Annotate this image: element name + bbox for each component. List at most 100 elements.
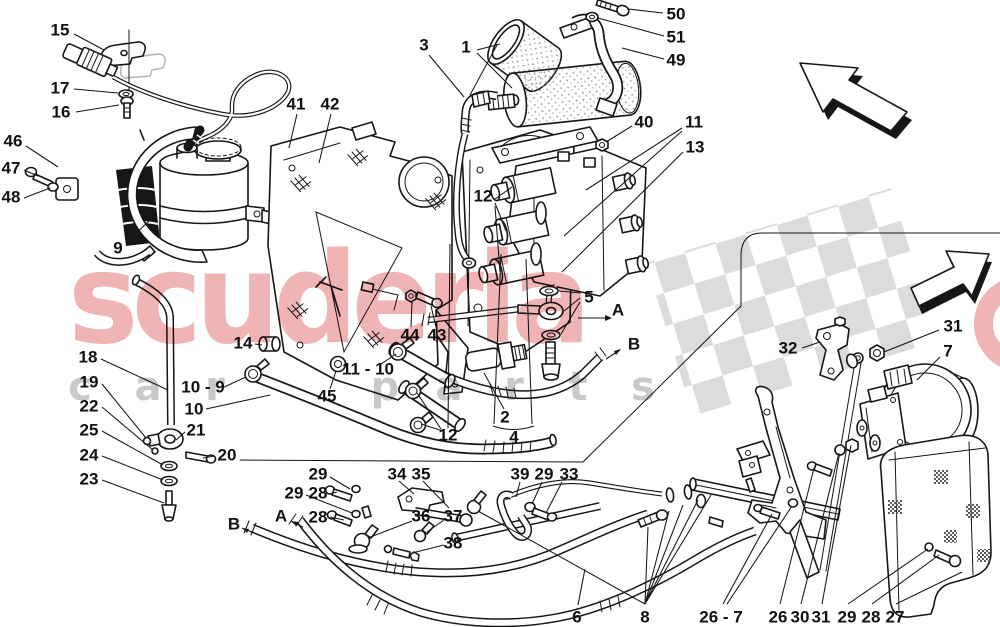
valve-block bbox=[475, 126, 651, 304]
tie-rod bbox=[819, 352, 864, 572]
inset-boundary bbox=[239, 232, 1000, 463]
callout-36: 36 bbox=[412, 507, 431, 526]
stud bbox=[708, 516, 724, 528]
callout-27: 27 bbox=[886, 608, 905, 627]
ground-strap bbox=[367, 287, 399, 311]
callout-19: 19 bbox=[80, 373, 99, 392]
callout-25: 25 bbox=[80, 421, 99, 440]
callout-14: 14 bbox=[234, 334, 253, 353]
callout-17: 17 bbox=[51, 79, 70, 98]
callout-1: 1 bbox=[461, 38, 470, 57]
callout-29: 29 bbox=[285, 484, 304, 503]
nut-31 bbox=[869, 344, 885, 362]
cable-connector bbox=[62, 43, 119, 78]
callout-4: 4 bbox=[509, 428, 519, 447]
union-and-sensor bbox=[418, 285, 607, 400]
washer-ring bbox=[695, 493, 707, 509]
t-pin bbox=[315, 276, 343, 317]
callout-28: 28 bbox=[309, 484, 328, 503]
callout-8: 8 bbox=[640, 608, 649, 627]
bushing-14 bbox=[258, 336, 281, 352]
nut-44 bbox=[405, 289, 417, 303]
hoses-and-clamps bbox=[244, 281, 557, 455]
bracket-32 bbox=[815, 316, 859, 381]
washer-25 bbox=[160, 460, 178, 472]
callout-28: 28 bbox=[309, 508, 328, 527]
callout-11-10: 11 - 10 bbox=[342, 360, 394, 379]
washer-29b bbox=[351, 509, 361, 519]
callout-31: 31 bbox=[812, 608, 831, 627]
callout-29: 29 bbox=[535, 465, 554, 484]
callout-10: 10 bbox=[185, 400, 204, 419]
callout-20: 20 bbox=[218, 446, 237, 465]
callout-23: 23 bbox=[80, 470, 99, 489]
washer-29c bbox=[524, 501, 536, 513]
bolt-50 bbox=[595, 0, 630, 17]
lower-pipes bbox=[243, 479, 757, 627]
callout-34: 34 bbox=[388, 465, 407, 484]
callout-24: 24 bbox=[80, 446, 99, 465]
sensor-cable-assembly bbox=[62, 29, 292, 148]
pump-7 bbox=[856, 363, 979, 460]
bolt-28b bbox=[326, 510, 353, 527]
banjo-fitting-21 bbox=[147, 428, 184, 450]
callout-B: B bbox=[228, 515, 240, 534]
clip-37 bbox=[413, 521, 435, 543]
washer-51 bbox=[585, 11, 599, 23]
clip-22 bbox=[151, 447, 159, 455]
cover-27 bbox=[879, 434, 992, 618]
pressure-sensor-2 bbox=[465, 341, 528, 372]
direction-arrow-up-left bbox=[799, 62, 912, 139]
callout-13: 13 bbox=[686, 138, 705, 157]
callout-47: 47 bbox=[2, 159, 21, 178]
bracket-35-eye bbox=[459, 513, 473, 527]
callout-6: 6 bbox=[572, 608, 581, 627]
callout-49: 49 bbox=[667, 51, 686, 70]
callout-A: A bbox=[612, 301, 624, 320]
washer-29a bbox=[351, 484, 361, 494]
callout-A: A bbox=[275, 507, 287, 526]
callout-10-9: 10 - 9 bbox=[181, 378, 224, 397]
callout-3: 3 bbox=[419, 36, 428, 55]
callout-9: 9 bbox=[113, 239, 122, 258]
washer-29d bbox=[924, 542, 934, 552]
callout-50: 50 bbox=[667, 5, 686, 24]
callout-21: 21 bbox=[187, 421, 206, 440]
washer-24 bbox=[160, 475, 178, 487]
hose-clamp-10-9 bbox=[244, 358, 270, 383]
bolt-20 bbox=[185, 451, 217, 464]
callout-46: 46 bbox=[4, 132, 23, 151]
callout-45: 45 bbox=[318, 387, 337, 406]
accumulator-assembly bbox=[469, 0, 642, 128]
hose-clamp-12b bbox=[409, 411, 434, 434]
callout-51: 51 bbox=[667, 28, 686, 47]
callout-5: 5 bbox=[584, 288, 593, 307]
callout-40: 40 bbox=[635, 113, 654, 132]
washer-48 bbox=[47, 182, 59, 192]
callout-44: 44 bbox=[401, 326, 420, 345]
callout-26: 26 bbox=[769, 608, 788, 627]
callout-29: 29 bbox=[309, 465, 328, 484]
banjo-eye bbox=[517, 301, 564, 321]
elbow-fitting-3 bbox=[452, 90, 498, 269]
leader-lines bbox=[23, 8, 963, 606]
callout-38: 38 bbox=[444, 534, 463, 553]
callout-15: 15 bbox=[51, 21, 70, 40]
bracket-34 bbox=[397, 487, 445, 513]
callout-39: 39 bbox=[511, 465, 530, 484]
callout-42: 42 bbox=[321, 95, 340, 114]
callout-29: 29 bbox=[838, 608, 857, 627]
callout-18: 18 bbox=[79, 348, 98, 367]
bolt-16 bbox=[120, 96, 134, 119]
screw-23 bbox=[161, 490, 177, 522]
callout-48: 48 bbox=[2, 188, 21, 207]
p-clip-33t bbox=[466, 490, 487, 515]
pump-assembly bbox=[689, 316, 992, 618]
direction-arrow-up-right bbox=[910, 250, 992, 314]
bolt-28c bbox=[933, 549, 962, 568]
hose-clamp-11-10 bbox=[389, 337, 415, 361]
screw-38 bbox=[383, 544, 420, 562]
hook-39 bbox=[496, 490, 533, 541]
